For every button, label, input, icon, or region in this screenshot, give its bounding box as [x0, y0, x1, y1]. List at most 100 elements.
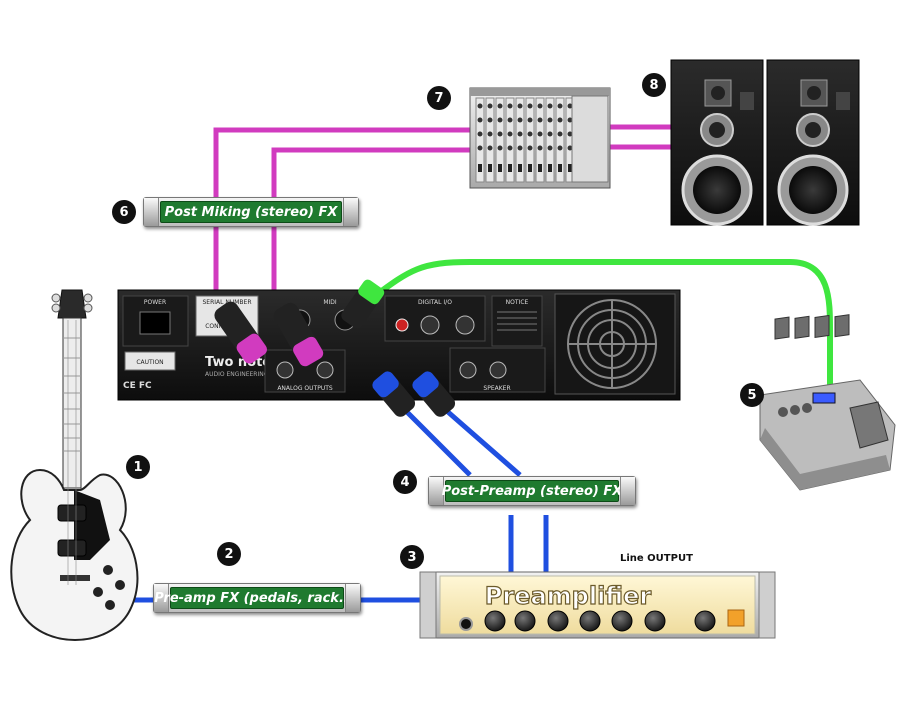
mixer-knob: [517, 117, 523, 123]
power-label: POWER: [144, 299, 166, 306]
preamplifier-title: Preamplifier: [485, 582, 652, 610]
speaker-icon: [670, 59, 764, 226]
preamp-knob: [484, 610, 506, 632]
notice-label: NOTICE: [506, 299, 529, 306]
rack-ear-left: [154, 584, 169, 612]
main-unit-rear-panel: POWER SERIAL NUMBER CONNECT MIDI DIGITAL…: [117, 289, 681, 401]
mixer-channel-strip: [555, 97, 565, 183]
post-miking-fx-label: Post Miking (stereo) FX: [160, 201, 342, 223]
mixer-knob: [567, 145, 573, 151]
line-output-label: Line OUTPUT: [620, 553, 693, 564]
mixer-channel-strip: [515, 97, 525, 183]
badge-2: 2: [217, 542, 241, 566]
speaker-label: SPEAKER: [483, 385, 510, 392]
mixer-knob: [497, 117, 503, 123]
mixer-knob: [567, 103, 573, 109]
badge-8: 8: [642, 73, 666, 97]
mixer-knob: [547, 103, 553, 109]
mixer-knob: [567, 131, 573, 137]
preamplifier-unit: [419, 571, 776, 639]
mixer-channel-strip: [485, 97, 495, 183]
blue-cables: [118, 403, 549, 603]
preamp-knob: [611, 610, 633, 632]
mixer-fader: [538, 164, 542, 172]
mixer-knob: [517, 131, 523, 137]
mixer-knob: [537, 103, 543, 109]
mixer-knob: [497, 145, 503, 151]
badge-6: 6: [112, 200, 136, 224]
badge-1: 1: [126, 455, 150, 479]
post-preamp-fx-label: Post-Preamp (stereo) FX: [442, 480, 622, 502]
preamp-knob: [547, 610, 569, 632]
mixer-knob: [487, 103, 493, 109]
mixer-knob: [557, 117, 563, 123]
mixer-knob: [477, 131, 483, 137]
mixer-knob: [507, 117, 513, 123]
mixer-fader: [548, 164, 552, 172]
rack-ear-right: [620, 477, 635, 505]
preamp-knob: [514, 610, 536, 632]
mixer-fader: [498, 164, 502, 172]
footswitch-icon: [759, 314, 896, 491]
mixer-fader: [488, 164, 492, 172]
badge-5: 5: [740, 383, 764, 407]
mixer-fader: [568, 164, 572, 172]
mixer-channel-strip: [535, 97, 545, 183]
mixer-knob: [537, 131, 543, 137]
mixer-knob: [547, 131, 553, 137]
mixer-fader: [558, 164, 562, 172]
post-preamp-fx-unit: Post-Preamp (stereo) FX: [428, 476, 636, 506]
mixer-knob: [557, 103, 563, 109]
mixer-icon: [469, 87, 611, 189]
mixer-fader: [508, 164, 512, 172]
mixer-knob: [557, 131, 563, 137]
mixer-knob: [537, 145, 543, 151]
ce-label: CE FC: [123, 381, 152, 391]
mixer-knob: [527, 145, 533, 151]
digital-io-label: DIGITAL I/O: [418, 299, 452, 306]
rack-ear-left: [144, 198, 159, 226]
mixer-knob: [537, 117, 543, 123]
analog-outputs-label: ANALOG OUTPUTS: [277, 385, 333, 392]
mixer-knob: [517, 103, 523, 109]
preamp-fx-unit: Pre-amp FX (pedals, rack...): [153, 583, 361, 613]
mixer-fader: [528, 164, 532, 172]
badge-7: 7: [427, 86, 451, 110]
mixer-knob: [547, 117, 553, 123]
speaker-icon: [766, 59, 860, 226]
midi-label: MIDI: [323, 299, 337, 306]
blue-connectors: [372, 371, 456, 417]
mixer-knob: [477, 145, 483, 151]
subbrand-label: AUDIO ENGINEERING: [205, 371, 269, 378]
mixer-knob: [547, 145, 553, 151]
caution-label: CAUTION: [136, 359, 163, 366]
guitar-icon: [10, 289, 139, 641]
mixer-channel-strip: [475, 97, 485, 183]
mixer-knob: [497, 103, 503, 109]
mixer-knob: [557, 145, 563, 151]
mixer-knob: [527, 103, 533, 109]
mixer-knob: [507, 131, 513, 137]
serial-label: SERIAL NUMBER: [202, 299, 251, 306]
rack-ear-left: [429, 477, 444, 505]
brand-label: Two notes: [205, 355, 279, 370]
mixer-channel-strip: [545, 97, 555, 183]
mixer-knob: [477, 117, 483, 123]
mixer-knob: [477, 103, 483, 109]
connect-label: CONNECT: [205, 323, 235, 330]
mixer-knob: [567, 117, 573, 123]
mixer-knob: [487, 131, 493, 137]
preamp-fx-label: Pre-amp FX (pedals, rack...): [154, 587, 360, 609]
pink-cables: [213, 124, 680, 290]
badge-3: 3: [400, 545, 424, 569]
mixer-knob: [507, 103, 513, 109]
pink-connectors: [214, 301, 324, 367]
badge-4: 4: [393, 470, 417, 494]
rack-ear-right: [343, 198, 358, 226]
mixer-knob: [487, 117, 493, 123]
speakers: [670, 59, 860, 226]
mixer-channel-strip: [495, 97, 505, 183]
mixer-channel-strip: [525, 97, 535, 183]
preamp-knob: [579, 610, 601, 632]
